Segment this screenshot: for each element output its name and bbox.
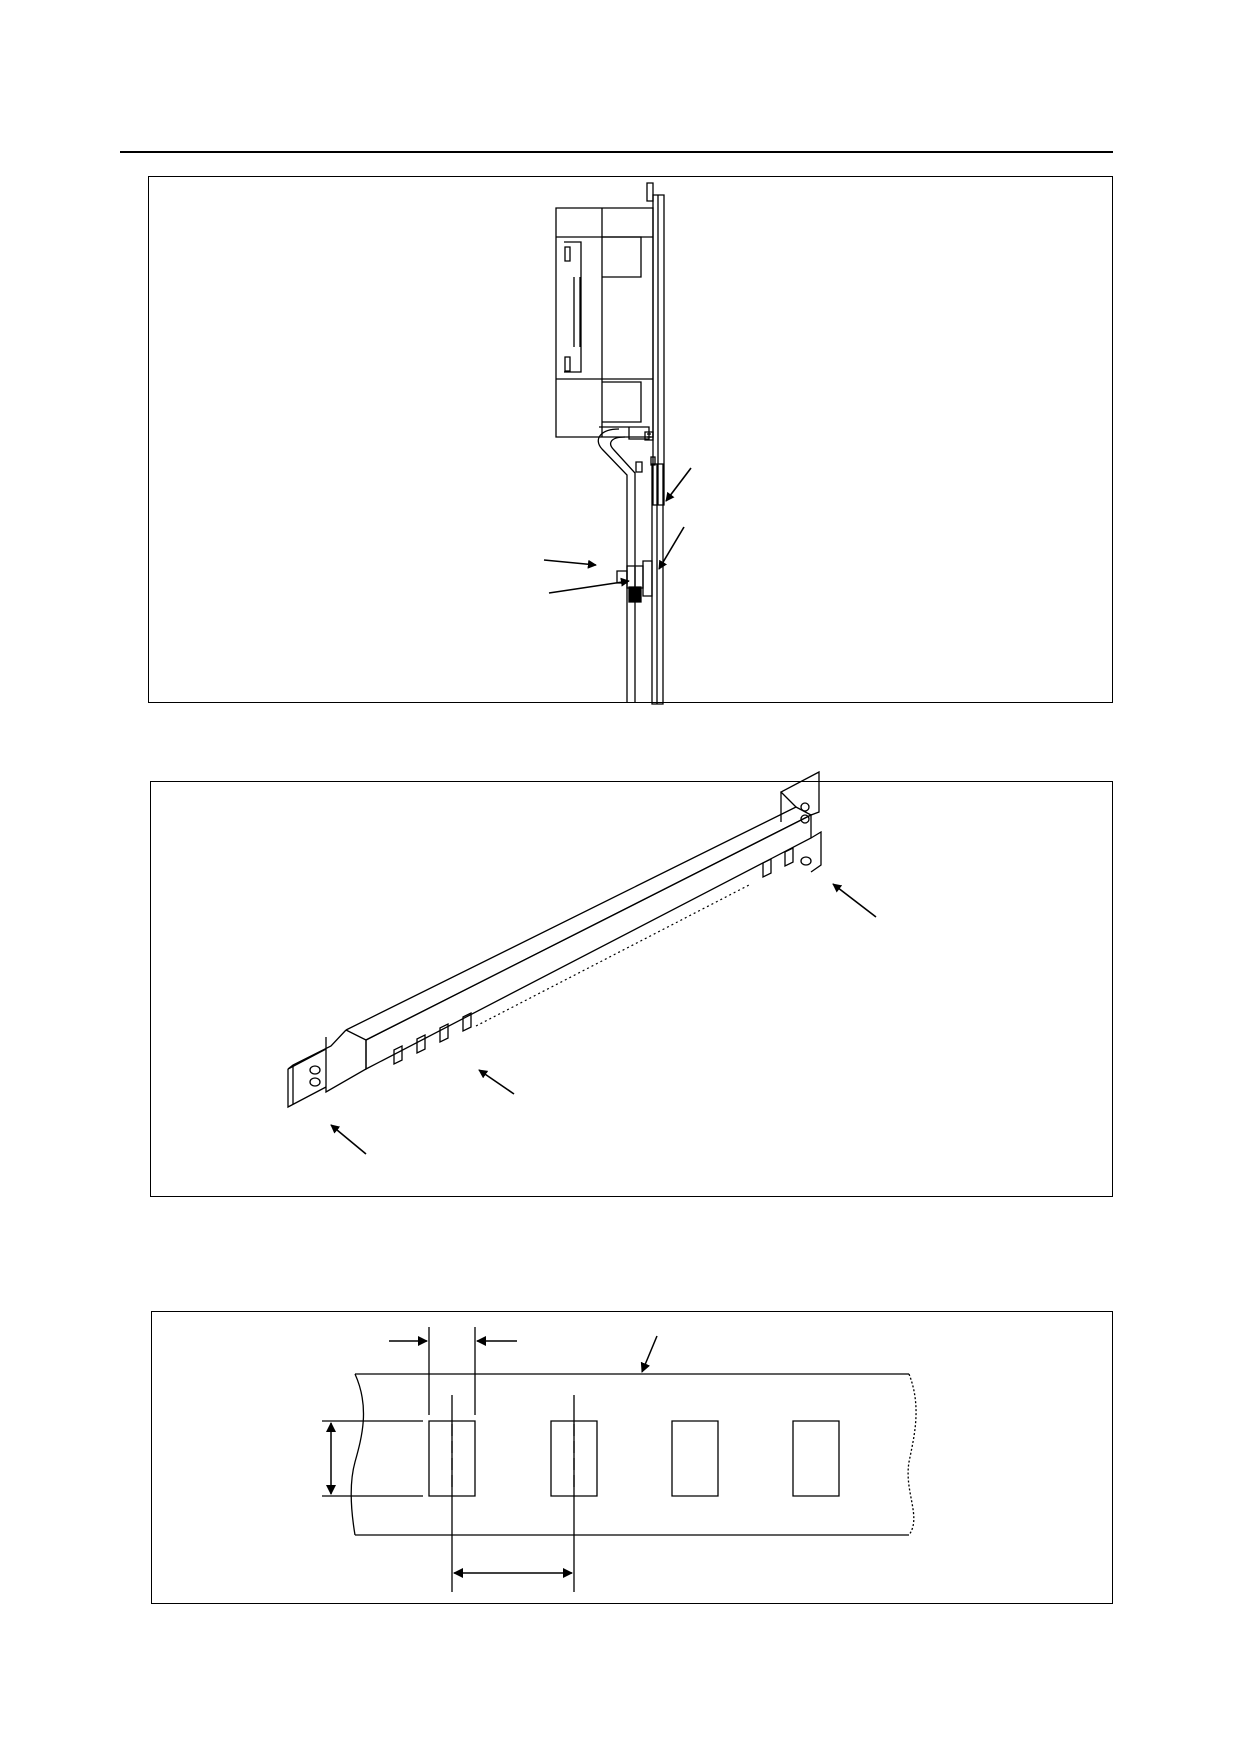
rail-slots-left xyxy=(394,1013,471,1064)
rail-body xyxy=(346,807,811,1069)
unit-housing xyxy=(556,208,653,437)
rail-right-tab xyxy=(781,772,821,872)
slot-3 xyxy=(672,1421,718,1496)
callout-arrow-nut xyxy=(549,577,630,593)
callout-arrow-left-hole xyxy=(330,1125,366,1154)
rail-left-tab xyxy=(288,1030,366,1107)
dimension-arrows xyxy=(326,1336,657,1578)
callout-arrows xyxy=(544,468,691,593)
callout-arrow-rail-edge xyxy=(640,1336,657,1373)
figure-mounting-rail-perspective xyxy=(150,781,1113,1197)
slot-4 xyxy=(793,1421,839,1496)
rail-slots-right xyxy=(763,848,793,877)
callout-arrow-right-hole xyxy=(832,884,876,917)
rail-strip xyxy=(351,1374,916,1535)
figure-rail-slot-dimensions xyxy=(151,1311,1113,1604)
break-line-left xyxy=(351,1374,363,1535)
callout-arrow-slot xyxy=(478,1070,514,1094)
callout-arrows xyxy=(330,884,876,1154)
side-view-drawing xyxy=(149,177,1114,704)
callout-arrow-rail xyxy=(666,468,691,502)
mounting-hook xyxy=(598,429,642,702)
back-plate xyxy=(647,183,664,505)
rail-slots xyxy=(429,1421,839,1496)
rail-perspective-drawing xyxy=(151,782,1114,1198)
unit-base xyxy=(599,427,653,440)
figure-side-view-mounting xyxy=(148,176,1113,703)
page-header-rule xyxy=(120,151,1113,153)
break-line-right xyxy=(908,1374,916,1535)
callout-arrow-screw xyxy=(544,560,597,569)
slot-dimension-drawing xyxy=(152,1312,1114,1605)
rail-continuation-dots xyxy=(476,884,751,1026)
callout-arrow-clip xyxy=(659,527,684,570)
